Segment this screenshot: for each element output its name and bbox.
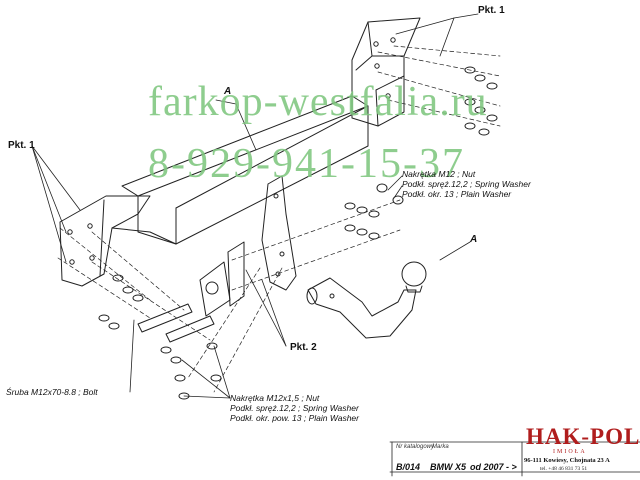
- catalog-number-label: Nr katalogowy: [396, 444, 435, 450]
- label-right-spring-washer: Podkł. spręż.12,2 ; Spring Washer: [402, 179, 531, 189]
- label-bolt: Śruba M12x70-8.8 ; Bolt: [6, 387, 98, 397]
- callout-pkt2: Pkt. 2: [290, 342, 317, 353]
- label-right-plain-washer: Podkł. okr. 13 ; Plain Washer: [402, 189, 512, 199]
- hardware-left: [98, 274, 222, 400]
- company-phone: tel. +48 46 831 73 51: [540, 466, 588, 472]
- left-bracket: [59, 195, 177, 287]
- brand-label: Marka: [432, 444, 449, 450]
- label-bottom-plain-washer: Podkł. okr. pow. 13 ; Plain Washer: [230, 413, 359, 423]
- callout-a-ball: A: [470, 234, 478, 245]
- watermark-site: farkop-westfalia.ru: [148, 79, 488, 125]
- label-bottom-spring-washer: Podkł. spręż.12,2 ; Spring Washer: [230, 403, 359, 413]
- socket-plate: [199, 241, 245, 317]
- company-address: 96-111 Kowiesy, Chojnata 23 A: [524, 457, 610, 464]
- callout-pkt1-top: Pkt. 1: [478, 5, 505, 16]
- leader-lines: [31, 13, 479, 399]
- hardware-right: [344, 66, 498, 240]
- company-sub: IMIOŁA: [553, 449, 587, 455]
- company-logo: HAK-POL: [526, 424, 640, 449]
- vehicle-model: BMW X5: [430, 462, 466, 472]
- right-bracket: [351, 17, 421, 127]
- label-right-nut: Nakrętka M12 ; Nut: [402, 169, 476, 179]
- callout-pkt1-left: Pkt. 1: [8, 140, 35, 151]
- watermark-phone: 8-929-941-15-37: [148, 141, 465, 187]
- title-block: [389, 441, 640, 477]
- model-year: od 2007 - >: [470, 462, 517, 472]
- catalog-number-value: B/014: [396, 462, 421, 472]
- label-bottom-nut: Nakrętka M12x1,5 ; Nut: [230, 393, 320, 403]
- alignment-lines: [57, 45, 501, 393]
- callout-a-top: A: [224, 86, 232, 97]
- bolts: [137, 303, 215, 343]
- tow-ball: [306, 261, 427, 339]
- cross-tube: [121, 95, 369, 245]
